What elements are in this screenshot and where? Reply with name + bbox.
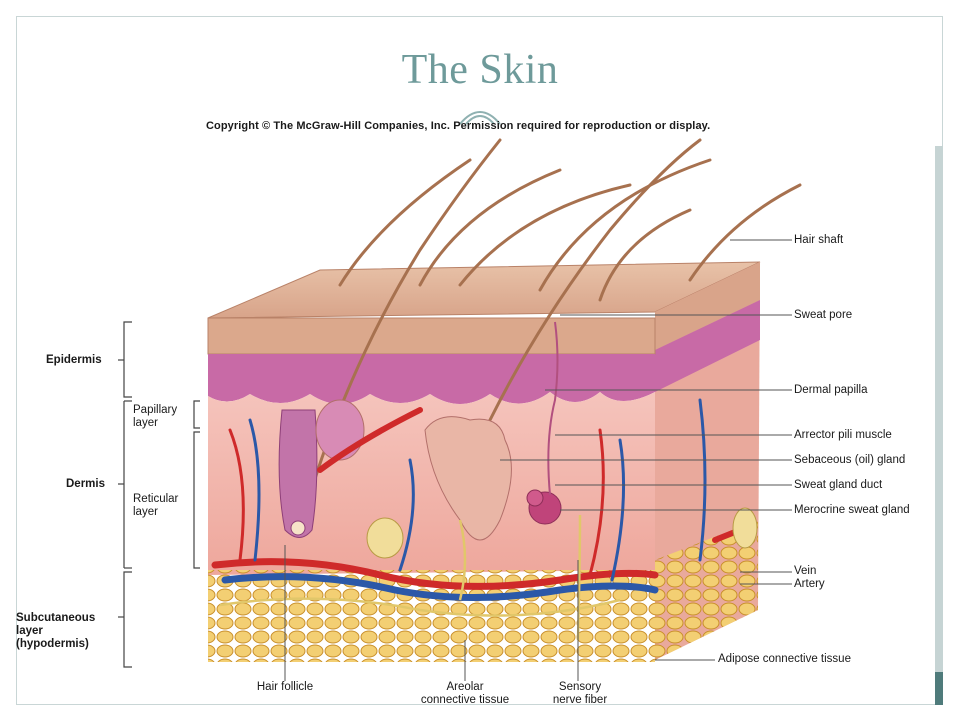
skin-side-face [655,262,760,660]
label-arrector-pili-muscle: Arrector pili muscle [794,429,892,441]
label-hair-follicle: Hair follicle [256,681,314,693]
slide-title: The Skin [401,47,559,93]
copyright-notice: Copyright © The McGraw-Hill Companies, I… [206,120,711,132]
sidebar-accent-dark [935,672,943,705]
label-vein: Vein [794,565,817,577]
label-dermis: Dermis [66,478,105,490]
label-reticular-layer: Reticular layer [133,493,179,518]
sweat-duct [547,321,559,496]
label-areolar-connective-tissue: Areolar connective tissue [420,681,510,706]
label-sensory-nerve-fiber: Sensory nerve fiber [552,681,608,706]
sweat-gland-coil [526,489,562,525]
label-sebaceous-gland: Sebaceous (oil) gland [794,454,906,466]
label-epidermis: Epidermis [46,354,102,366]
label-sweat-gland-duct: Sweat gland duct [794,479,883,491]
layer-brackets [118,321,200,668]
label-sweat-pore: Sweat pore [794,309,853,321]
label-merocrine-sweat-gland: Merocrine sweat gland [794,504,910,516]
label-subcutaneous-layer: Subcutaneous layer (hypodermis) [16,612,96,650]
hair-follicle-shape [278,409,318,538]
label-adipose-connective-tissue: Adipose connective tissue [718,653,851,665]
decorative-arc-icon [459,111,501,125]
lamellated-corpuscles [366,507,758,559]
sebaceous-gland-shapes [315,399,512,541]
label-hair-shaft: Hair shaft [794,234,844,246]
label-papillary-layer: Papillary layer [133,404,178,429]
hair-strands [298,138,802,532]
sidebar-accent [935,146,943,705]
label-dermal-papilla: Dermal papilla [794,384,868,396]
blood-vessels [211,398,743,601]
leader-lines [284,239,792,681]
skin-cross-section-illustration [118,138,802,681]
label-artery: Artery [794,578,825,590]
